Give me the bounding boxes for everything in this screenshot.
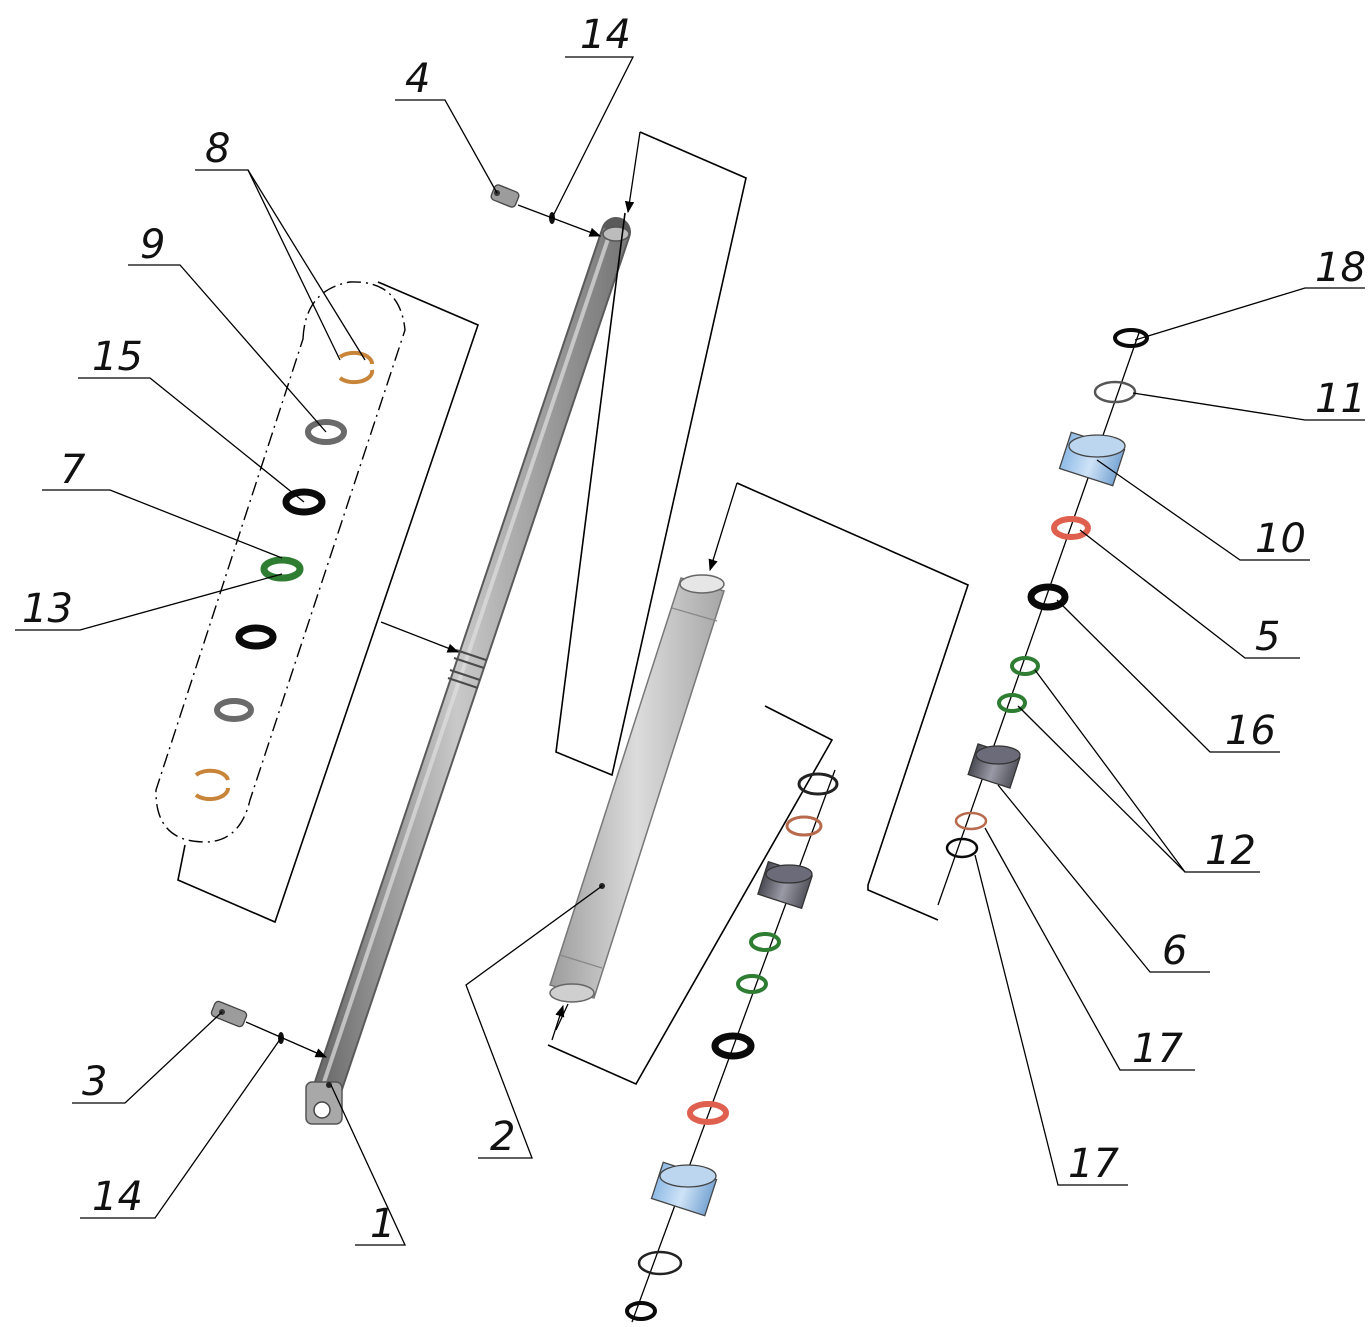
- callout-3: 3: [82, 1059, 107, 1105]
- center-ring-top: [797, 772, 839, 796]
- leader-lines: [15, 56, 1365, 1246]
- right-green-ring-2: [997, 693, 1027, 713]
- right-red-ring-part-5: [1051, 516, 1091, 540]
- backup-ring-left-2: [214, 698, 254, 722]
- right-piston-part-6: [967, 743, 1021, 789]
- right-black-seal-part-17: [1027, 583, 1069, 611]
- left-seal-group-frame: [155, 281, 406, 843]
- seal-part-17-left: [282, 488, 326, 516]
- callout-14-top: 14: [580, 12, 631, 58]
- center-green-ring-1: [749, 932, 781, 952]
- callout-12: 12: [1205, 828, 1256, 874]
- seal-left-black-2: [235, 624, 277, 650]
- callout-17-left: 15: [92, 334, 143, 380]
- callout-5: 5: [1255, 614, 1280, 660]
- callout-9: 9: [140, 222, 165, 268]
- center-black-seal: [711, 1032, 755, 1060]
- callout-numbers: 14 4 8 9 15 7 13 3 14 1 2 18 11 10 5 16 …: [22, 12, 1366, 1247]
- rod-eye: [305, 1081, 343, 1125]
- callout-7: 7: [60, 447, 86, 493]
- center-blue-cap: [650, 1161, 718, 1217]
- seal-part-7-13: [260, 556, 304, 582]
- backup-ring-part-9: [305, 419, 347, 445]
- callout-10: 10: [1255, 516, 1306, 562]
- center-green-ring-2: [736, 974, 768, 994]
- right-stack-axis: [937, 329, 1141, 906]
- split-ring-left-bottom: [194, 768, 231, 802]
- split-ring-part-8-top: [338, 350, 375, 385]
- fitting-part-3: [210, 1000, 248, 1028]
- right-ring-part-16: [954, 811, 988, 831]
- callout-13: 13: [22, 586, 73, 632]
- callout-6: 6: [1162, 928, 1187, 974]
- callout-15: 17: [1068, 1141, 1119, 1187]
- right-blue-cap-part-10: [1058, 431, 1126, 487]
- callout-4: 4: [405, 56, 430, 102]
- callout-2: 2: [490, 1114, 515, 1160]
- right-ring-part-15: [945, 837, 979, 859]
- center-stack-axis: [631, 769, 836, 1323]
- callout-14-bottom: 14: [92, 1174, 143, 1220]
- center-ring-bronze: [785, 815, 823, 837]
- callout-17-right: 16: [1225, 708, 1276, 754]
- callout-1: 1: [370, 1201, 395, 1247]
- callout-18: 18: [1315, 245, 1366, 291]
- callout-11: 11: [1315, 376, 1366, 422]
- callout-8: 8: [205, 126, 230, 172]
- right-green-ring-1: [1010, 656, 1040, 676]
- right-ring-part-18: [1113, 328, 1149, 348]
- callout-16: 17: [1132, 1026, 1183, 1072]
- center-ring-lower: [637, 1250, 683, 1276]
- right-ring-part-11: [1093, 380, 1137, 404]
- center-ring-bottom: [625, 1301, 657, 1321]
- center-piston-part: [757, 860, 813, 910]
- cylinder-tube: [549, 574, 725, 1003]
- piston-rod: [305, 217, 631, 1125]
- rod-grooves: [447, 649, 487, 689]
- center-red-ring: [687, 1101, 729, 1125]
- fitting-part-4: [490, 184, 520, 208]
